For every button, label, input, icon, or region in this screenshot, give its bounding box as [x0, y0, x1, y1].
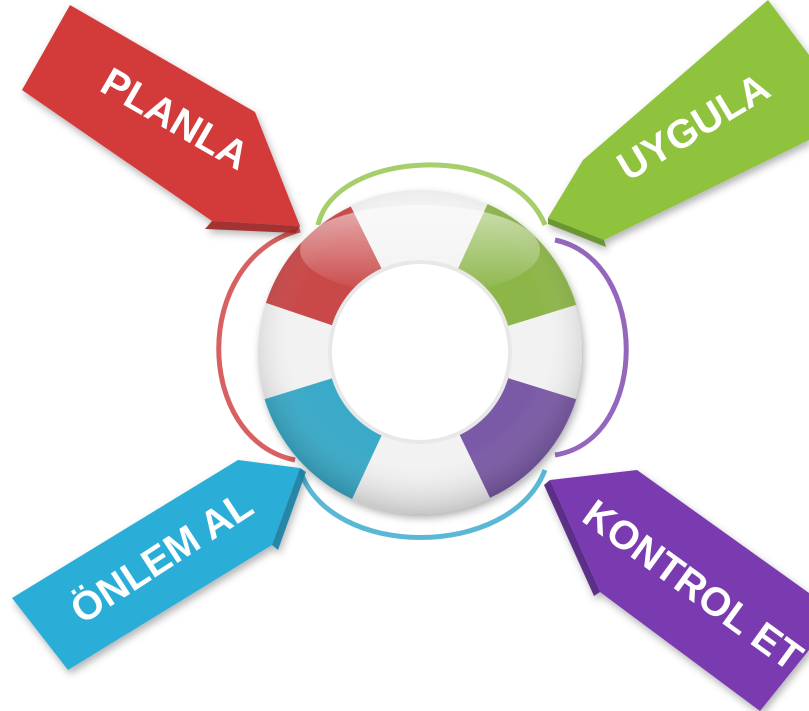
arrow-kontrol-et: KONTROL ET	[544, 470, 809, 711]
arrow-onlem-al: ÖNLEM AL	[12, 460, 306, 670]
life-ring	[258, 190, 582, 514]
ring-hole	[332, 264, 508, 440]
arrow-uygula-body	[548, 0, 809, 240]
arrow-planla-body	[22, 5, 300, 226]
arrow-kontrol-edge	[544, 480, 600, 596]
arrow-uygula-edge	[548, 218, 606, 247]
arrow-planla: PLANLA	[22, 5, 300, 233]
arrow-onlem-edge	[272, 468, 306, 550]
arrow-uygula: UYGULA	[548, 0, 809, 247]
rope-bottom	[297, 469, 548, 540]
ring-shine	[300, 205, 540, 295]
ring-ropes	[216, 162, 629, 540]
arrow-kontrol-body	[550, 470, 809, 711]
rope-right	[554, 237, 629, 458]
rope-left	[216, 227, 301, 463]
rope-top	[315, 162, 548, 226]
arrow-planla-edge	[205, 221, 300, 233]
arrow-onlem-body	[12, 460, 300, 670]
